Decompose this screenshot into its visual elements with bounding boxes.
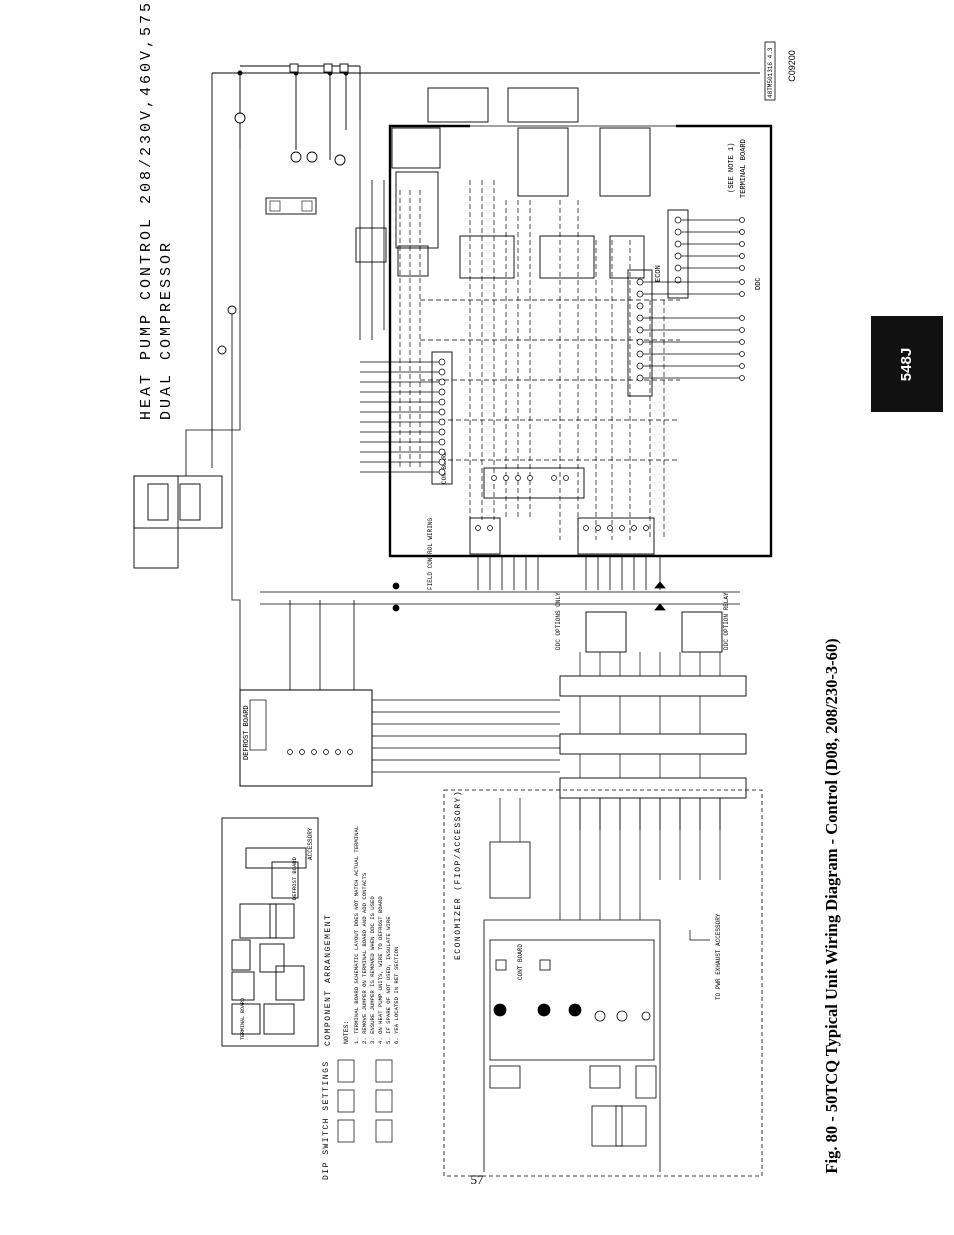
plug-strip-wires — [579, 652, 721, 830]
dip-switches — [337, 1059, 393, 1143]
left-feed-wires — [185, 120, 385, 690]
defrost-wiring — [289, 600, 560, 773]
component-arrangement-title: COMPONENT ARRANGEMENT — [324, 914, 333, 1046]
svg-text:ECON: ECON — [655, 265, 663, 282]
econ-board-label: CONT BOARD — [517, 944, 524, 980]
section-tab: 548J — [871, 316, 943, 412]
diagram-title: HEAT PUMP CONTROL 208/230V,460V,575V DUA… — [138, 0, 175, 420]
note-line: 2. REMOVE JUMPER ON TERMINAL BOARD AND A… — [361, 872, 368, 1044]
accessory-box-label: ACCESSORY — [307, 827, 314, 860]
see-note-label: (SEE NOTE 1) — [728, 143, 736, 193]
defrost-board: DEFROST BOARD — [239, 689, 373, 787]
section-tab-text: 548J — [898, 347, 916, 381]
terminal-board-small-label: TERMINAL BOARD — [240, 998, 246, 1040]
ddc-option-relay-label: DDC OPTION RELAY — [723, 592, 730, 650]
ddc-options-only-label: DDC OPTIONS ONLY — [555, 592, 562, 650]
svg-text:CON BOARD: CON BOARD — [441, 451, 448, 484]
control-box-frame — [388, 124, 773, 558]
economizer-title: ECONOMIZER (FIOP/ACCESSORY) — [454, 790, 463, 960]
note-line: 6. YEA LOCATED IN RET SECTION — [393, 947, 400, 1044]
con-board: CON BOARD — [360, 351, 453, 485]
doc-number: 48TM501316 4.3 — [767, 47, 774, 98]
power-bus — [211, 63, 760, 440]
diagram-title-line1: HEAT PUMP CONTROL 208/230V,460V,575V — [138, 0, 155, 420]
economizer-internals — [483, 841, 661, 1172]
relay-module — [265, 197, 317, 215]
field-terminal-strips — [469, 467, 655, 555]
svg-text:DEFROST BOARD: DEFROST BOARD — [243, 705, 251, 760]
dip-switch-title: DIP SWITCH SETTINGS — [322, 1060, 331, 1180]
note-line: 1. TERMINAL BOARD SCHEMATIC LAYOUT DOES … — [353, 826, 360, 1044]
econ-ddc-terminals: ECON DDC — [627, 209, 763, 397]
economizer-enclosure — [443, 789, 763, 1177]
notes-heading: NOTES: — [343, 1021, 350, 1044]
contactor-blocks — [355, 87, 651, 279]
field-wires — [477, 556, 661, 590]
note-line: 4. ON HEAT PUMP UNITS, WIRE TO DEFROST B… — [377, 896, 384, 1044]
accessory-module — [133, 475, 223, 569]
note-line: 5. IF SPARE OF NOT USED, INSULATE WIRE — [385, 916, 392, 1044]
figure-code-text: C09200 — [787, 50, 797, 82]
defrost-small-label: DEFROST BOARD — [291, 856, 298, 900]
break-markers — [260, 581, 740, 612]
component-arrangement-panel — [221, 817, 319, 1047]
terminal-board-label: TERMINAL BOARD — [740, 139, 748, 198]
notes-list: NOTES:1. TERMINAL BOARD SCHEMATIC LAYOUT… — [343, 826, 400, 1044]
page-number: 57 — [470, 1172, 484, 1187]
svg-text:DDC: DDC — [755, 277, 763, 290]
plug-strips — [559, 611, 747, 799]
doc-number-box — [764, 41, 776, 101]
diagram-title-line2: DUAL COMPRESSOR — [158, 240, 175, 420]
figure-caption-text: Fig. 80 - 50TCQ Typical Unit Wiring Diag… — [822, 638, 841, 1174]
dashed-wiring — [399, 180, 680, 540]
field-control-wiring-label: FIELD CONTROL WIRING — [427, 518, 434, 590]
note-line: 3. ENSURE JUMPER IS REMOVED WHEN DDC IS … — [369, 896, 376, 1044]
motor-symbols — [217, 112, 346, 355]
pwr-exhaust-label: TO PWR EXHAUST ACCESSORY — [715, 913, 722, 1000]
economizer-wires — [499, 798, 721, 941]
